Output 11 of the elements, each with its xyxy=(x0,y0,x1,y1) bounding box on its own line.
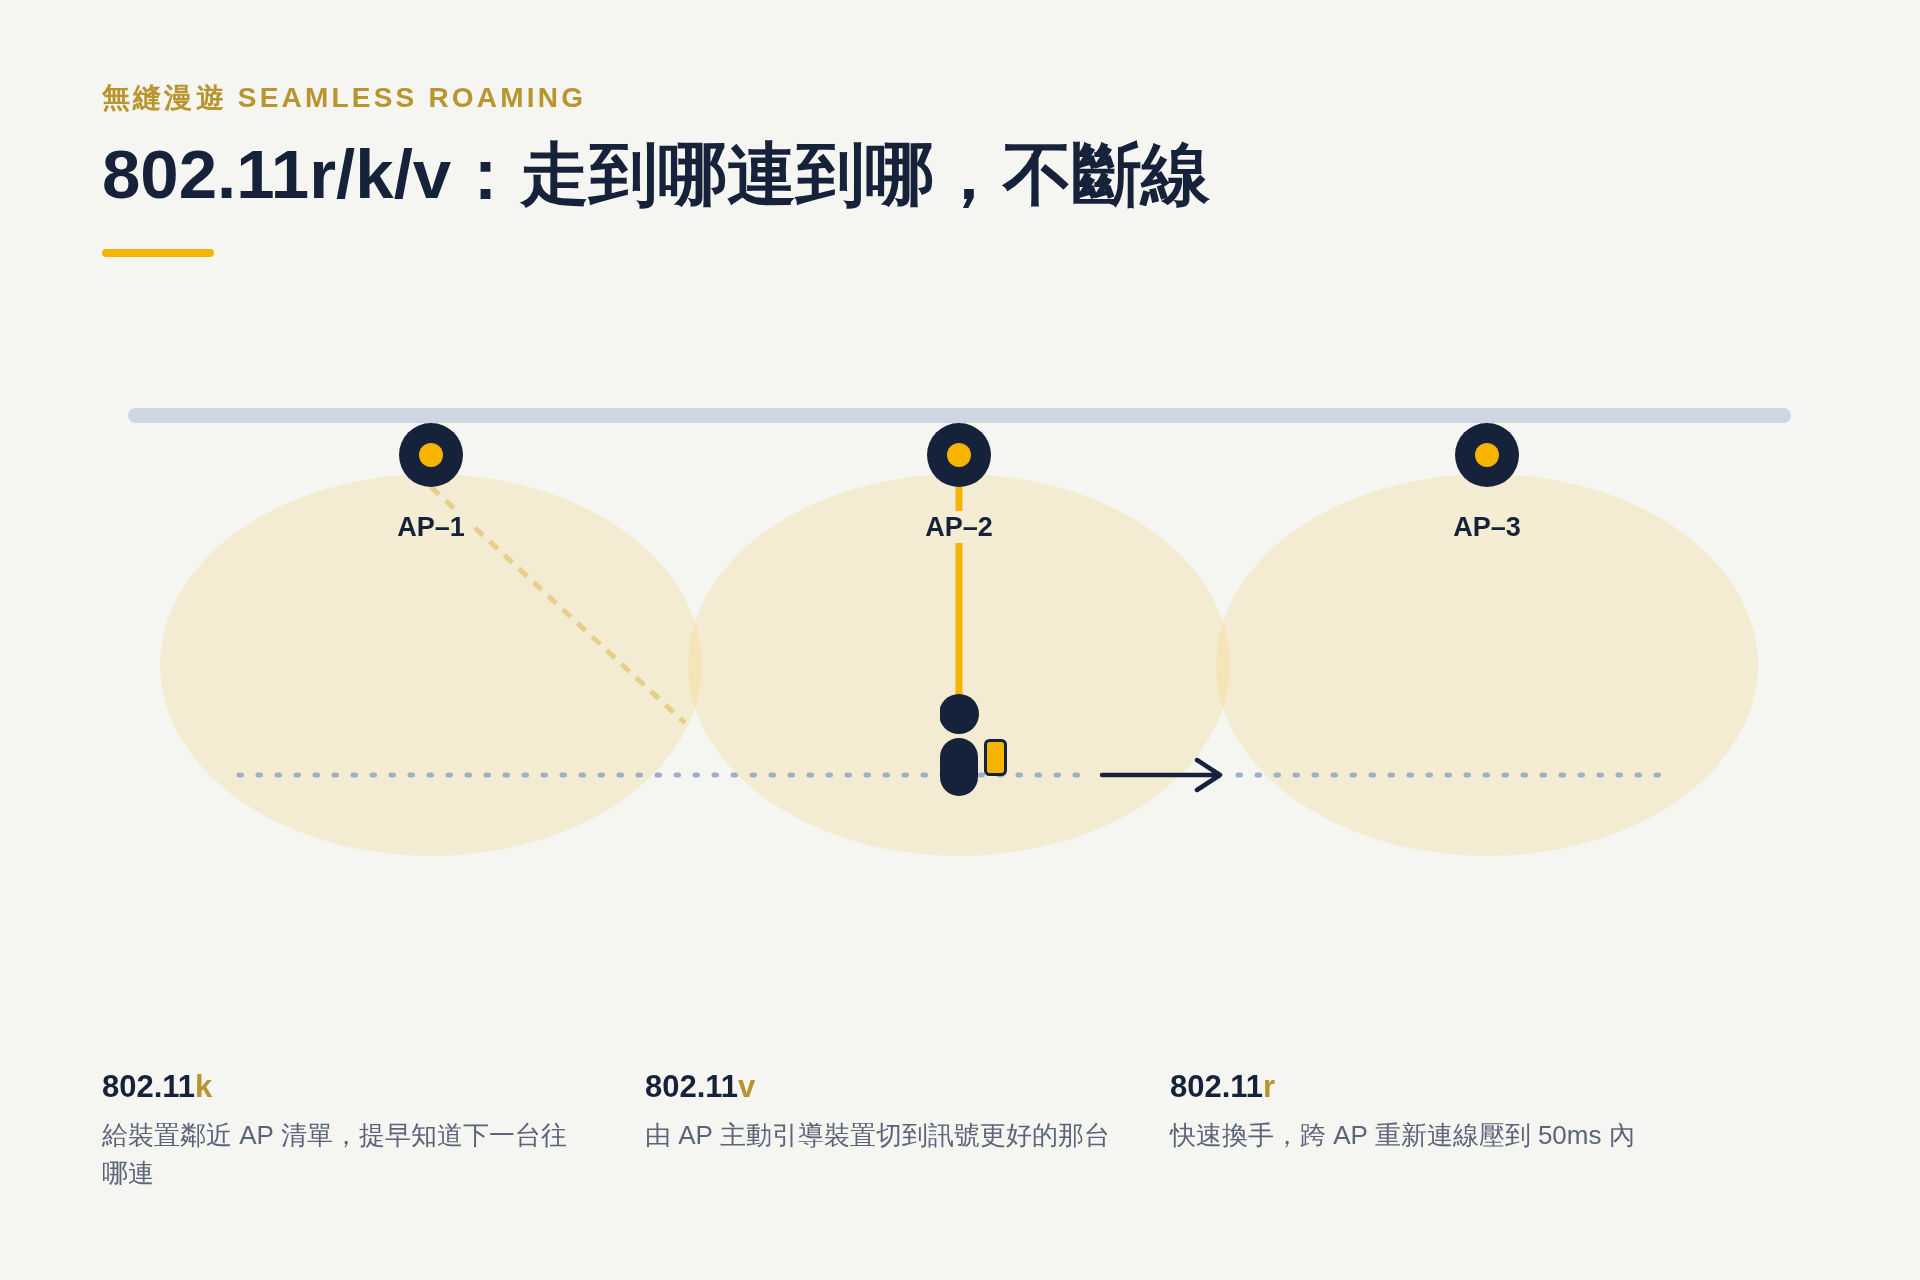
feature-description: 給裝置鄰近 AP 清單，提早知道下一台往哪連 xyxy=(102,1119,568,1190)
dashed-line xyxy=(429,485,687,725)
ceiling-rail xyxy=(128,408,1791,423)
feature-heading: 802.11k xyxy=(102,1069,213,1105)
feature-description: 快速換手，跨 AP 重新連線壓到 50ms 內 xyxy=(1170,1119,1636,1152)
title: 802.11r/k/v：走到哪連到哪，不斷線 xyxy=(102,135,1211,215)
feature-heading: 802.11v xyxy=(645,1069,756,1105)
feature-description: 由 AP 主動引導裝置切到訊號更好的那台 xyxy=(645,1119,1111,1152)
feature-heading: 802.11r xyxy=(1170,1069,1276,1105)
subtitle: 無縫漫遊 SEAMLESS ROAMING xyxy=(102,82,587,114)
person-with-device-icon xyxy=(940,694,1008,796)
